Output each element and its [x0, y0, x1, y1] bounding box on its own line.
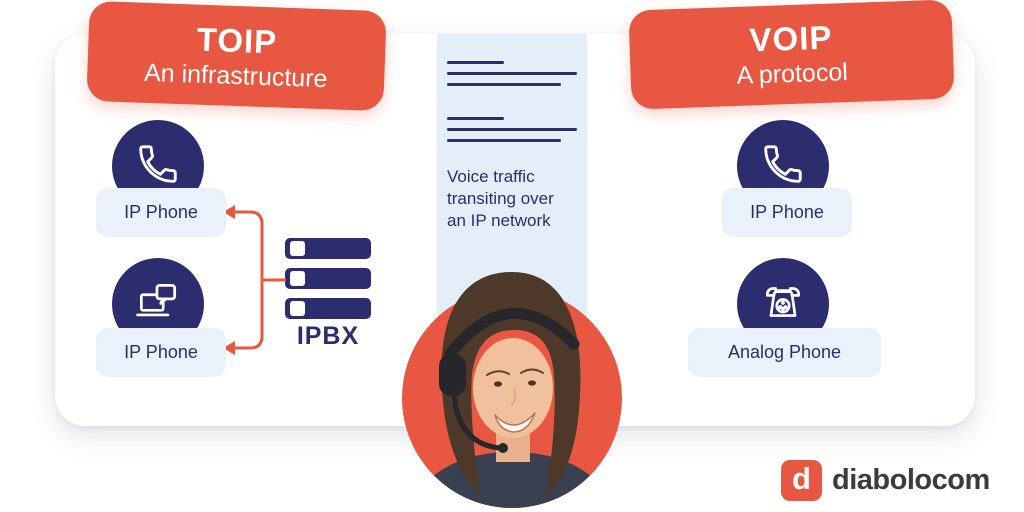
analog-phone-icon: [758, 277, 808, 332]
text-lines-icon: [447, 117, 577, 150]
diabolocom-logo-mark: d: [781, 460, 822, 501]
server-slot: [290, 271, 305, 286]
laptop-chat-icon: [133, 277, 183, 332]
ip-phone-handset-icon: [760, 141, 806, 192]
analog-phone-label: Analog Phone: [688, 328, 881, 377]
connector-arrows: [220, 195, 300, 370]
ip-phone-handset-icon: [135, 141, 181, 192]
ipbx-server-icon: [285, 238, 371, 328]
diabolocom-logo: d diabolocom: [781, 460, 990, 501]
diabolocom-logo-name: diabolocom: [832, 464, 990, 496]
server-bar: [285, 238, 371, 259]
voip-header: VOIP A protocol: [628, 0, 955, 110]
ipbx-label: IPBX: [296, 322, 360, 350]
server-slot: [290, 241, 305, 256]
agent-photo: [392, 248, 632, 512]
left-ip-phone-label: IP Phone: [96, 188, 226, 237]
toip-header: TOIP An infrastructure: [86, 0, 387, 112]
text-lines-icon: [447, 61, 577, 94]
left-softphone-label: IP Phone: [96, 328, 226, 377]
right-ip-phone-label: IP Phone: [722, 188, 852, 237]
band-caption: Voice traffic transiting over an IP netw…: [447, 167, 554, 231]
server-bar: [285, 298, 371, 319]
server-bar: [285, 268, 371, 289]
server-slot: [290, 301, 305, 316]
